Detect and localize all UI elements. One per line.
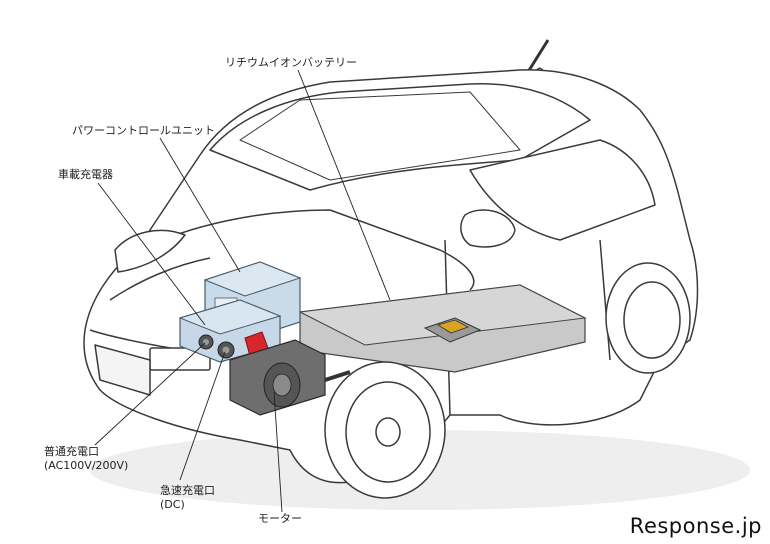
antenna	[526, 39, 550, 73]
label-normal-charge-port-line1: 普通充電口	[44, 445, 99, 458]
leader-normal-port	[94, 342, 206, 446]
leader-motor	[273, 391, 283, 513]
label-battery: リチウムイオンバッテリー	[225, 56, 357, 69]
front-wheel	[324, 361, 446, 499]
watermark: Response.jp	[629, 514, 762, 538]
label-quick-charge-port: 急速充電口 (DC)	[160, 484, 215, 512]
leader-quick-port	[179, 351, 226, 481]
leader-battery	[297, 69, 391, 301]
label-normal-charge-port-line2: (AC100V/200V)	[44, 459, 129, 472]
label-onboard-charger: 車載充電器	[58, 168, 113, 181]
label-quick-charge-port-line2: (DC)	[160, 498, 185, 511]
motor	[229, 339, 351, 416]
leader-charger	[97, 182, 206, 326]
label-normal-charge-port: 普通充電口 (AC100V/200V)	[44, 445, 128, 473]
battery-pack	[298, 284, 587, 373]
rear-wheel	[605, 262, 691, 374]
leader-pcu	[159, 137, 241, 273]
label-quick-charge-port-line1: 急速充電口	[160, 484, 215, 497]
label-power-control-unit: パワーコントロールユニット	[72, 124, 215, 137]
leader-lines	[94, 69, 391, 513]
label-motor: モーター	[258, 512, 302, 525]
